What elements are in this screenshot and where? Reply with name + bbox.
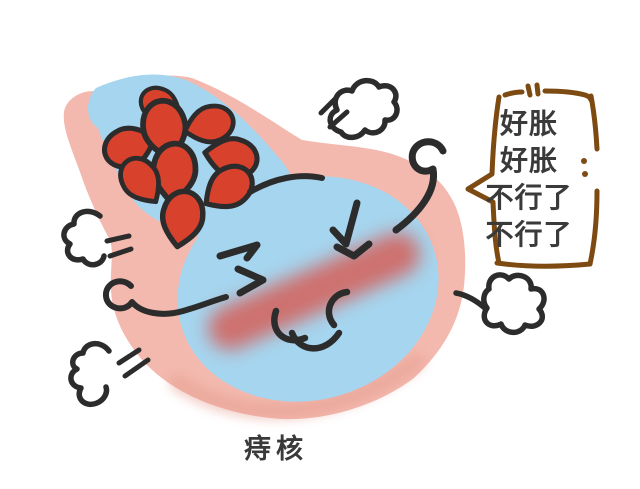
vein-drop bbox=[160, 188, 206, 250]
motion-dashes-icon bbox=[104, 233, 134, 259]
bubble-left-and-tail bbox=[465, 94, 502, 266]
bubble-dot bbox=[582, 171, 588, 177]
body-pink-shade bbox=[169, 353, 425, 421]
bubble-top-left bbox=[502, 89, 525, 98]
speech-line: 不行了 bbox=[485, 182, 573, 213]
face bbox=[208, 199, 420, 352]
motion-dashes-icon bbox=[318, 96, 350, 130]
tail-curl-icon bbox=[103, 278, 229, 317]
speech-line: 不行了 bbox=[485, 219, 573, 250]
vein-drop bbox=[182, 103, 236, 145]
bubble-right-lower bbox=[587, 188, 600, 267]
vein-drop bbox=[203, 163, 255, 210]
speech-line: 好胀 bbox=[499, 145, 558, 176]
bubble-dot bbox=[581, 158, 587, 164]
cluster-attachment-line bbox=[247, 173, 325, 195]
vein-drop bbox=[118, 155, 161, 205]
bubble-top-right bbox=[542, 88, 594, 103]
blush-stripe bbox=[208, 232, 420, 350]
speech-bubble: 好胀 好胀 不行了 不行了 bbox=[479, 105, 579, 253]
steam-puff-left-upper-icon bbox=[61, 208, 134, 268]
motion-dashes-icon bbox=[116, 347, 151, 379]
bubble-bottom bbox=[494, 260, 593, 269]
steam-puff-left-lower-icon bbox=[68, 341, 151, 407]
right-eye bbox=[329, 199, 373, 260]
speech-bubble-outline bbox=[465, 82, 600, 269]
caption-label: 痔核 bbox=[244, 434, 308, 464]
steam-puff-top-icon bbox=[318, 77, 400, 141]
antenna-curl-icon bbox=[392, 138, 447, 234]
bubble-top-ticks bbox=[525, 82, 541, 98]
speech-line: 好胀 bbox=[499, 108, 558, 139]
mouth bbox=[271, 288, 351, 352]
vein-cluster bbox=[101, 85, 325, 250]
left-eye bbox=[216, 241, 267, 297]
steam-puff-right-icon bbox=[453, 272, 547, 336]
bubble-right-upper bbox=[588, 93, 600, 152]
